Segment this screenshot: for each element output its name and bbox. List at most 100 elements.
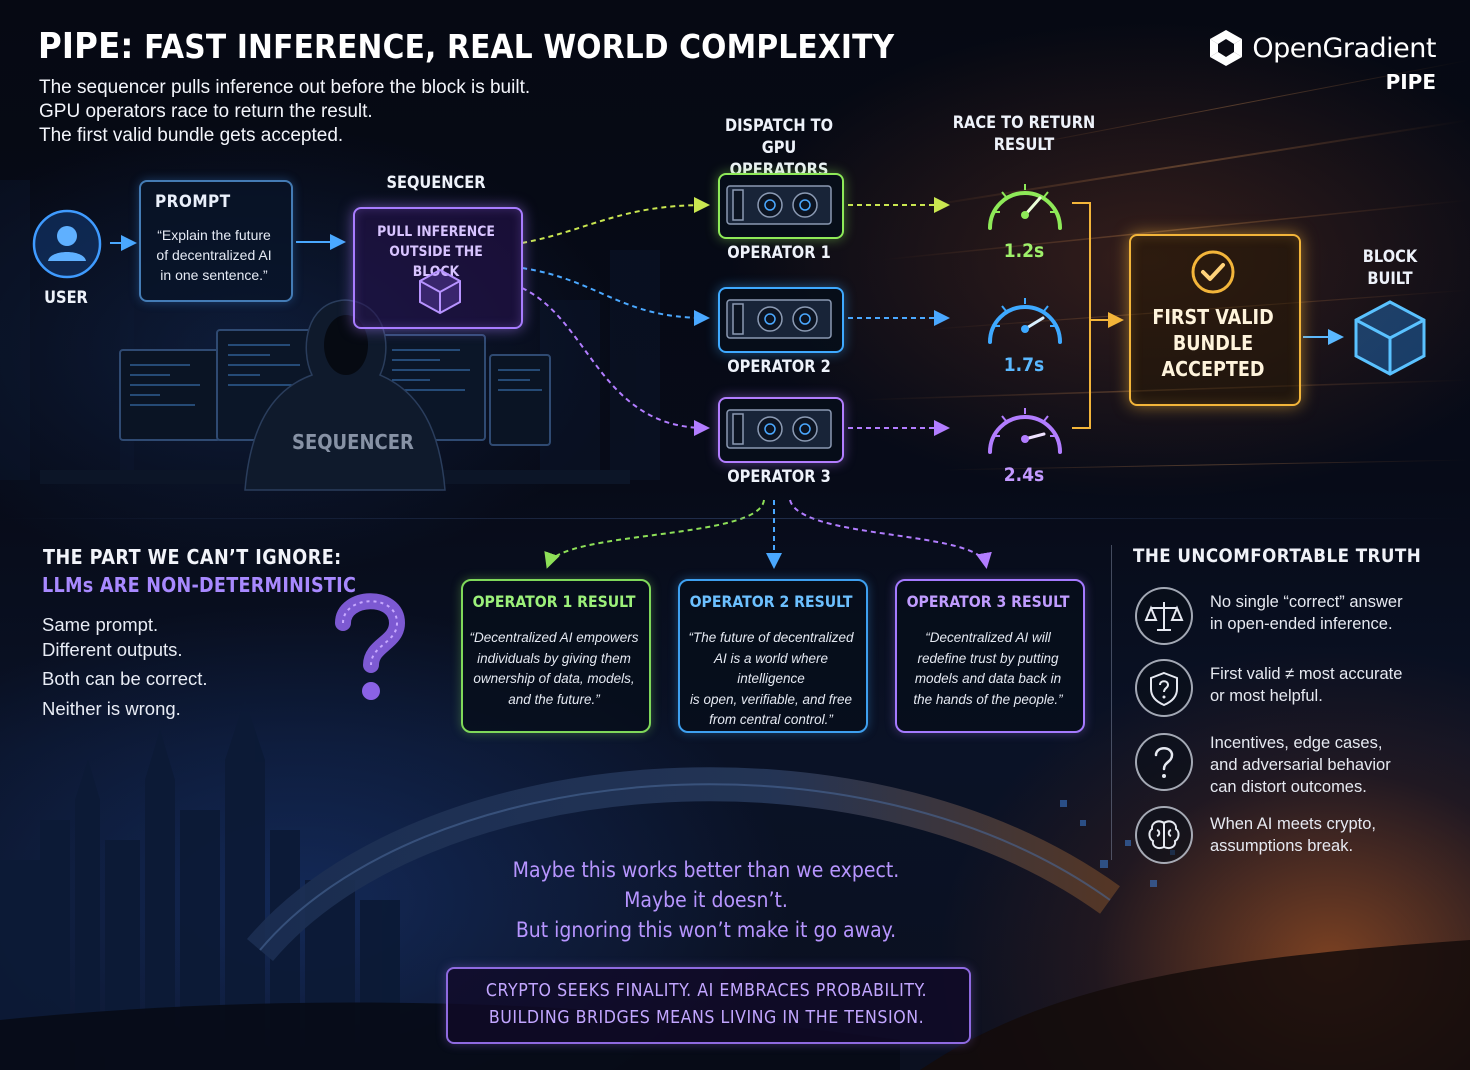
result-3-line-1: “Decentralized AI will bbox=[925, 630, 1051, 645]
operator-2-result-card bbox=[678, 579, 868, 733]
prompt-line-1: “Explain the future bbox=[157, 227, 271, 243]
truth-divider bbox=[1111, 545, 1112, 860]
intro-line-3: The first valid bundle gets accepted. bbox=[39, 125, 344, 146]
intro-line-2: GPU operators race to return the result. bbox=[39, 101, 373, 122]
nondeterminism-line-2: Different outputs. bbox=[42, 639, 183, 660]
sequencer-card-text: PULL INFERENCE OUTSIDE THE BLOCK bbox=[367, 222, 505, 282]
prompt-line-3: in one sentence.” bbox=[160, 267, 268, 283]
brand-product: PIPE bbox=[1385, 70, 1436, 94]
operator-1-time: 1.2s bbox=[1003, 240, 1045, 262]
result-3-line-2: redefine trust by putting bbox=[917, 650, 1059, 666]
scale-icon bbox=[1135, 587, 1193, 645]
page-title: PIPE: FAST INFERENCE, REAL WORLD COMPLEX… bbox=[38, 26, 894, 67]
user-label: USER bbox=[44, 288, 88, 308]
operator-2-label: OPERATOR 2 bbox=[727, 357, 831, 377]
block-built-label: BLOCK BUILT bbox=[1351, 246, 1428, 290]
nondeterminism-line-1: Same prompt. bbox=[42, 614, 159, 635]
tension-line-1: CRYPTO SEEKS FINALITY. AI EMBRACES PROBA… bbox=[485, 980, 928, 1001]
truth-4-line-2: assumptions break. bbox=[1210, 837, 1354, 855]
result-1-line-3: ownership of data, models, bbox=[473, 671, 635, 686]
truth-4-line-1: When AI meets crypto, bbox=[1210, 815, 1376, 833]
result-1-line-1: “Decentralized AI empowers bbox=[469, 630, 639, 645]
result-3-line-4: the hands of the people.” bbox=[913, 691, 1063, 707]
block-line-2: BUILT bbox=[1367, 269, 1413, 289]
accepted-line-1: FIRST VALID bbox=[1152, 305, 1274, 329]
brand-name: OpenGradient bbox=[1252, 32, 1436, 64]
result-2-line-3: is open, verifiable, and free bbox=[689, 691, 853, 707]
operator-3-label: OPERATOR 3 bbox=[727, 467, 831, 487]
user-icon bbox=[32, 209, 102, 279]
truth-item-2: First valid ≠ most accurate or most help… bbox=[1210, 663, 1402, 707]
operator-1-label: OPERATOR 1 bbox=[727, 243, 831, 263]
truth-3-line-2: and adversarial behavior bbox=[1210, 756, 1391, 774]
block-line-1: BLOCK bbox=[1362, 247, 1418, 267]
race-line-2: RESULT bbox=[993, 135, 1055, 155]
question-mark-icon bbox=[335, 593, 406, 700]
accepted-line-3: ACCEPTED bbox=[1161, 357, 1265, 381]
operator-1-result-card bbox=[461, 579, 651, 733]
operator-3-result-title: OPERATOR 3 RESULT bbox=[906, 592, 1070, 611]
gauge-3-icon bbox=[988, 408, 1062, 454]
operator-2-result-text: “The future of decentralized AI is a wor… bbox=[686, 628, 856, 731]
cube-icon bbox=[419, 268, 461, 315]
nondeterminism-title: THE PART WE CAN’T IGNORE: bbox=[43, 545, 342, 569]
brand-block: OpenGradient PIPE bbox=[1206, 28, 1436, 94]
closing-line-1: Maybe this works better than we expect. bbox=[512, 858, 900, 882]
truth-item-1: No single “correct” answer in open-ended… bbox=[1210, 591, 1403, 635]
section-divider bbox=[0, 518, 1470, 519]
race-line-1: RACE TO RETURN bbox=[952, 113, 1096, 133]
check-circle-icon bbox=[1191, 250, 1235, 294]
prompt-line-2: of decentralized AI bbox=[156, 247, 272, 263]
result-2-line-1: “The future of decentralized bbox=[688, 630, 854, 645]
race-label: RACE TO RETURN RESULT bbox=[952, 112, 1096, 156]
prompt-text: “Explain the future of decentralized AI … bbox=[146, 225, 282, 285]
gpu-icons bbox=[726, 185, 832, 449]
block-cube-icon bbox=[1354, 300, 1426, 376]
closing-line-2: Maybe it doesn’t. bbox=[624, 888, 788, 912]
truth-3-line-1: Incentives, edge cases, bbox=[1210, 734, 1383, 752]
operator-1-result-text: “Decentralized AI empowers individuals b… bbox=[469, 628, 639, 710]
accepted-line-2: BUNDLE bbox=[1172, 331, 1254, 355]
gauge-1-icon bbox=[988, 184, 1062, 230]
operator-3-result-card bbox=[895, 579, 1085, 733]
result-1-line-2: individuals by giving them bbox=[477, 650, 631, 666]
prompt-title: PROMPT bbox=[155, 192, 231, 212]
truth-1-line-2: in open-ended inference. bbox=[1210, 615, 1393, 633]
result-3-line-3: models and data back in bbox=[914, 671, 1062, 686]
result-1-line-4: and the future.” bbox=[508, 691, 600, 707]
result-2-line-2: AI is a world where intelligence bbox=[713, 650, 829, 687]
operator-1-result-title: OPERATOR 1 RESULT bbox=[472, 592, 636, 611]
question-icon bbox=[1135, 733, 1193, 791]
nondeterminism-subtitle: LLMs ARE NON-DETERMINISTIC bbox=[42, 573, 357, 597]
truth-2-line-1: First valid ≠ most accurate bbox=[1210, 665, 1403, 683]
title-rest: FAST INFERENCE, REAL WORLD COMPLEXITY bbox=[144, 27, 895, 66]
nondeterminism-line-4: Neither is wrong. bbox=[42, 698, 181, 719]
sequencer-label: SEQUENCER bbox=[386, 173, 486, 193]
operator-3-result-text: “Decentralized AI will redefine trust by… bbox=[903, 628, 1073, 710]
gauge-2-icon bbox=[988, 298, 1062, 344]
truth-item-4: When AI meets crypto, assumptions break. bbox=[1210, 813, 1376, 857]
truth-title: THE UNCOMFORTABLE TRUTH bbox=[1133, 545, 1422, 567]
accepted-text: FIRST VALID BUNDLE ACCEPTED bbox=[1142, 304, 1285, 382]
truth-1-line-1: No single “correct” answer bbox=[1210, 593, 1403, 611]
prompt-card bbox=[139, 180, 293, 302]
sequencer-line-1: PULL INFERENCE bbox=[377, 224, 495, 240]
nondeterminism-line-3: Both can be correct. bbox=[42, 668, 208, 689]
truth-item-3: Incentives, edge cases, and adversarial … bbox=[1210, 732, 1391, 798]
operator-2-result-title: OPERATOR 2 RESULT bbox=[689, 592, 853, 611]
closing-line-3: But ignoring this won’t make it go away. bbox=[515, 918, 897, 942]
accepted-card bbox=[1129, 234, 1301, 406]
dispatch-line-1: DISPATCH TO bbox=[724, 116, 834, 136]
sequencer-figure-label: SEQUENCER bbox=[292, 430, 414, 454]
sequencer-card bbox=[353, 207, 523, 329]
result-2-line-4: from central control.” bbox=[709, 712, 833, 727]
operator-3-time: 2.4s bbox=[1003, 464, 1045, 486]
hooded-figure bbox=[244, 299, 446, 491]
tension-banner bbox=[446, 967, 971, 1044]
tension-line-2: BUILDING BRIDGES MEANS LIVING IN THE TEN… bbox=[488, 1007, 925, 1028]
intro-line-1: The sequencer pulls inference out before… bbox=[39, 77, 531, 98]
brain-icon bbox=[1135, 806, 1193, 864]
opengradient-logo-icon bbox=[1210, 30, 1243, 66]
